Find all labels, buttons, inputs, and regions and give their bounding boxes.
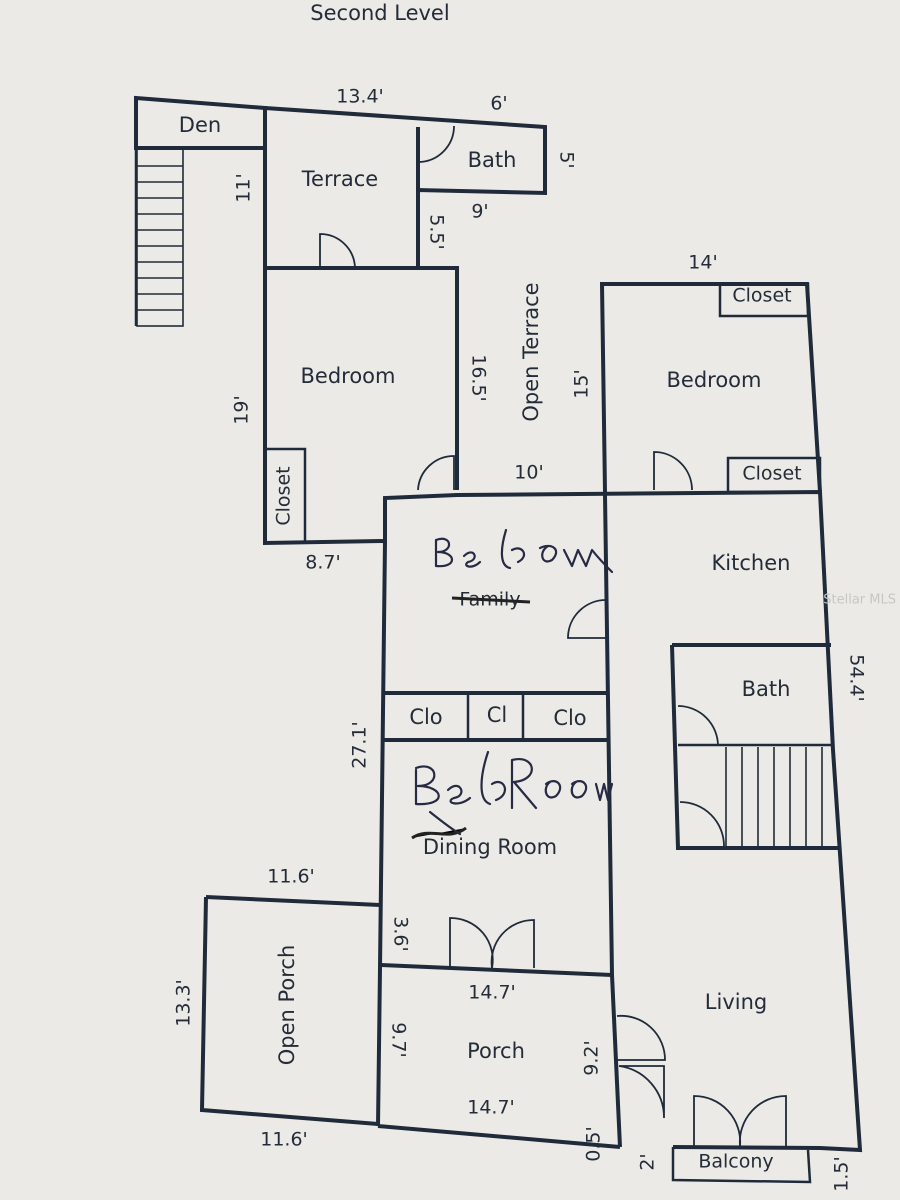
dimension-9: 9' — [471, 201, 488, 223]
dimension-3-6: 3.6' — [390, 916, 412, 951]
right-bedroom-walls — [599, 282, 822, 494]
room-bath-mid: Bath — [742, 677, 791, 701]
dimension-6: 6' — [490, 93, 507, 115]
dimension-11-6-bottom: 11.6' — [260, 1129, 308, 1151]
dimension-0-5: 0.5' — [583, 1126, 605, 1161]
dimension-11: 11' — [233, 173, 255, 202]
family-strike-line — [451, 596, 531, 604]
dimension-9-2: 9.2' — [581, 1040, 603, 1075]
room-dining-room: Dining Room — [423, 835, 557, 859]
dimension-10: 10' — [514, 462, 543, 484]
room-clo-right: Clo — [553, 706, 586, 730]
dimension-14-7-top: 14.7' — [468, 982, 516, 1004]
room-closet-bottom-right: Closet — [742, 463, 801, 485]
dimension-14-7-bottom: 14.7' — [467, 1097, 515, 1119]
open-porch-walls — [199, 895, 381, 1126]
room-kitchen: Kitchen — [712, 551, 791, 575]
dimension-19: 19' — [231, 395, 253, 424]
central-walls — [376, 489, 863, 1184]
dimension-1-5: 1.5' — [831, 1156, 853, 1191]
room-balcony: Balcony — [698, 1151, 773, 1173]
dimension-13-4: 13.4' — [336, 86, 384, 108]
room-clo-left: Clo — [409, 705, 442, 729]
room-open-terrace: Open Terrace — [519, 282, 543, 421]
room-bath-top: Bath — [468, 148, 517, 172]
room-cl: Cl — [487, 703, 508, 727]
room-closet-left: Closet — [273, 466, 295, 525]
doors-central — [449, 599, 787, 1147]
doors-upper-left — [319, 125, 455, 491]
dimension-27-1: 27.1' — [349, 721, 371, 769]
dimension-9-7: 9.7' — [388, 1022, 410, 1057]
plan-title: Second Level — [310, 1, 449, 25]
dimension-14: 14' — [688, 252, 717, 274]
stairs-upper-left — [136, 147, 184, 327]
dimension-54-4: 54.4' — [846, 654, 868, 702]
room-den: Den — [179, 113, 221, 137]
watermark: Stellar MLS — [823, 593, 896, 608]
room-bedroom-right: Bedroom — [667, 368, 762, 392]
dimension-5-5: 5.5' — [426, 214, 448, 249]
dimension-16-5: 16.5' — [468, 354, 490, 402]
room-open-porch: Open Porch — [275, 945, 299, 1066]
dimension-15: 15' — [571, 369, 593, 398]
stairs-center-right — [725, 747, 823, 848]
dimension-8-7: 8.7' — [305, 552, 340, 574]
upper-left-wing-walls — [134, 95, 547, 546]
dining-strike-line — [411, 826, 467, 840]
room-living: Living — [705, 990, 767, 1014]
handwritten-bed-room-upper — [434, 528, 614, 574]
room-bedroom-left: Bedroom — [301, 364, 396, 388]
room-porch: Porch — [467, 1039, 525, 1063]
dimension-11-6-top: 11.6' — [267, 866, 315, 888]
room-terrace: Terrace — [301, 167, 378, 191]
handwritten-bed-room-lower — [414, 750, 614, 836]
dimension-2: 2' — [637, 1153, 659, 1170]
dimension-13-3: 13.3' — [173, 979, 195, 1027]
dimension-5: 5' — [556, 151, 578, 168]
room-closet-top-right: Closet — [732, 285, 791, 307]
